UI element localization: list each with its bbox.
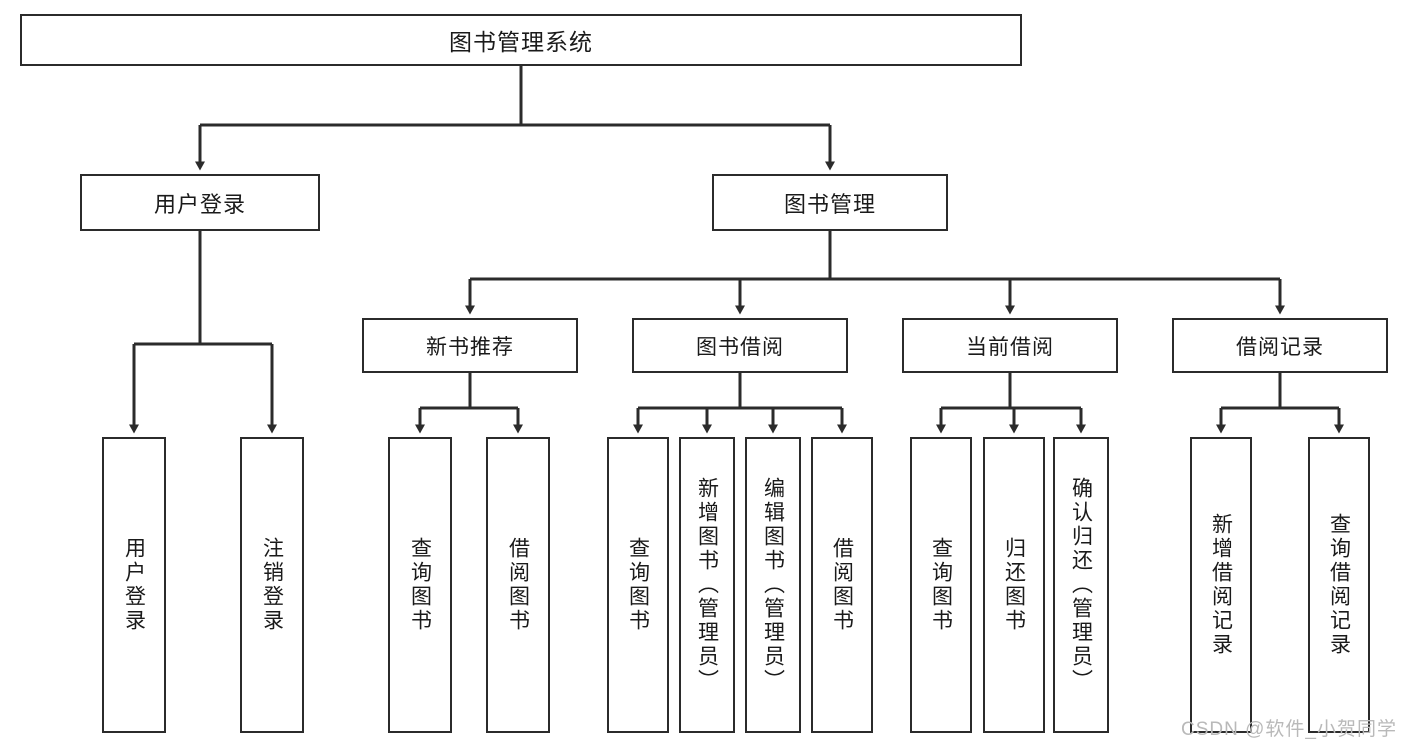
node-new-book-recommend[interactable]: 新书推荐	[362, 318, 578, 373]
node-label: 确认归还（管理员）	[1069, 477, 1093, 693]
node-leaf-query-book-recommend[interactable]: 查询图书	[388, 437, 452, 733]
node-leaf-user-login[interactable]: 用户登录	[102, 437, 166, 733]
node-label: 新增图书（管理员）	[695, 477, 719, 693]
node-label: 借阅图书	[830, 537, 854, 633]
connector-bus	[470, 231, 1280, 281]
node-label: 新增借阅记录	[1209, 513, 1233, 657]
node-label: 图书管理	[783, 191, 876, 217]
node-label: 查询图书	[929, 537, 953, 633]
node-borrow-record[interactable]: 借阅记录	[1172, 318, 1388, 373]
node-leaf-borrow-book[interactable]: 借阅图书	[811, 437, 873, 733]
node-label: 编辑图书（管理员）	[761, 477, 785, 693]
node-leaf-query-book-current[interactable]: 查询图书	[910, 437, 972, 733]
node-label: 用户登录	[122, 537, 146, 633]
connector-bus	[638, 373, 842, 410]
node-current-borrow[interactable]: 当前借阅	[902, 318, 1118, 373]
node-label: 查询图书	[626, 537, 650, 633]
node-label: 归还图书	[1002, 537, 1026, 633]
connector-bus	[1221, 373, 1339, 410]
node-leaf-add-borrow-record[interactable]: 新增借阅记录	[1190, 437, 1252, 733]
node-leaf-logout[interactable]: 注销登录	[240, 437, 304, 733]
node-leaf-confirm-return[interactable]: 确认归还（管理员）	[1053, 437, 1109, 733]
watermark-label: CSDN @软件_小贺同学	[1181, 719, 1397, 740]
node-label: 借阅图书	[506, 537, 530, 633]
node-user-login[interactable]: 用户登录	[80, 174, 320, 231]
node-label: 借阅记录	[1236, 335, 1324, 359]
node-label: 查询借阅记录	[1327, 513, 1351, 657]
node-label: 用户登录	[153, 191, 246, 217]
connector-bus	[200, 66, 830, 127]
node-book-borrow[interactable]: 图书借阅	[632, 318, 848, 373]
node-root[interactable]: 图书管理系统	[20, 14, 1022, 66]
node-leaf-query-book-borrow[interactable]: 查询图书	[607, 437, 669, 733]
node-label: 新书推荐	[426, 335, 514, 359]
node-label: 查询图书	[408, 537, 432, 633]
node-leaf-borrow-book-recommend[interactable]: 借阅图书	[486, 437, 550, 733]
node-book-manage[interactable]: 图书管理	[712, 174, 948, 231]
node-label: 当前借阅	[966, 335, 1054, 359]
node-label: 注销登录	[260, 537, 284, 633]
node-leaf-return-book[interactable]: 归还图书	[983, 437, 1045, 733]
connector-bus	[941, 373, 1081, 410]
node-leaf-query-borrow-record[interactable]: 查询借阅记录	[1308, 437, 1370, 733]
connector-bus	[134, 231, 272, 346]
node-leaf-edit-book[interactable]: 编辑图书（管理员）	[745, 437, 801, 733]
node-leaf-add-book[interactable]: 新增图书（管理员）	[679, 437, 735, 733]
connector-bus	[420, 373, 518, 410]
node-label: 图书管理系统	[449, 29, 593, 55]
node-label: 图书借阅	[696, 335, 784, 359]
